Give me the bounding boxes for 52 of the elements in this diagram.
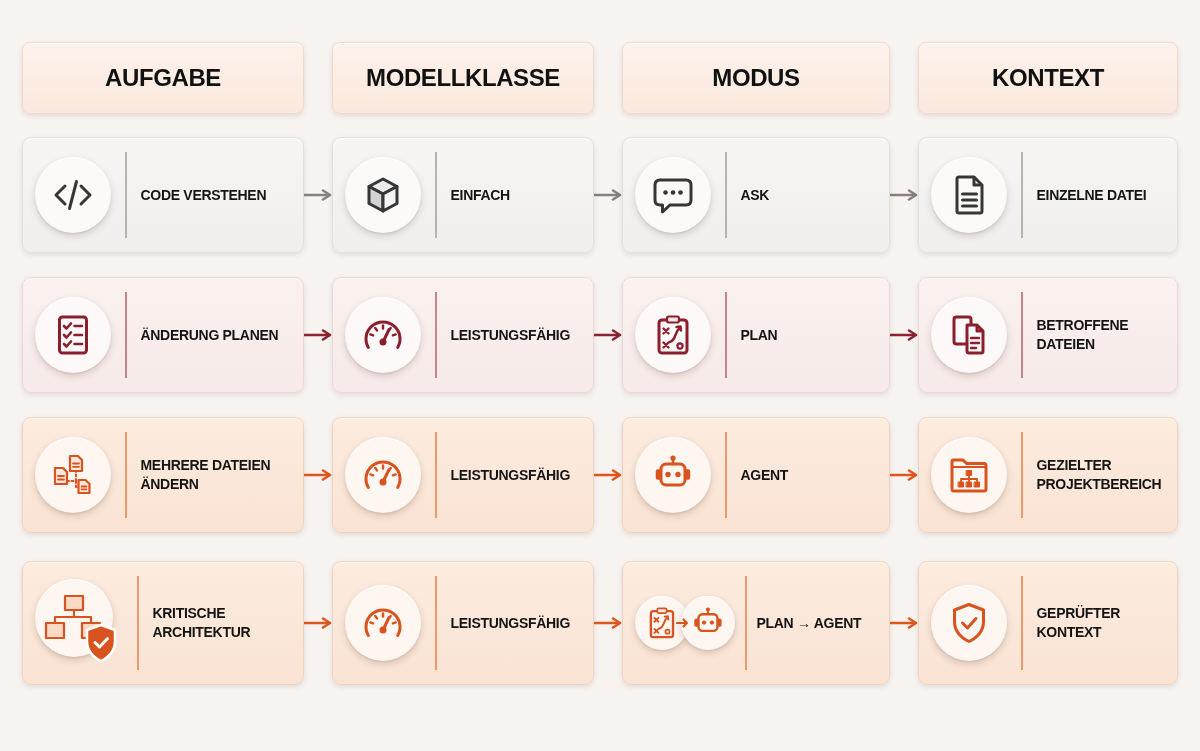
arrow xyxy=(888,189,918,201)
step-card xyxy=(918,277,1178,393)
step-card xyxy=(918,137,1178,253)
arrow xyxy=(302,329,332,341)
step-card xyxy=(22,137,304,253)
step-label: ÄNDERUNG PLANEN xyxy=(140,325,279,345)
step-label: LEISTUNGSFÄHIG xyxy=(450,465,570,485)
arrow xyxy=(302,617,332,629)
step-label: PLAN → AGENT xyxy=(756,613,862,633)
column-title: MODUS xyxy=(712,64,800,92)
header-panel xyxy=(622,42,890,114)
step-label: ASK xyxy=(740,185,770,205)
step-label: CODE VERSTEHEN xyxy=(140,185,267,205)
step-card xyxy=(332,137,594,253)
step-card xyxy=(332,561,594,685)
arrow xyxy=(888,329,918,341)
column-title: AUFGABE xyxy=(105,64,221,92)
step-label: BETROFFENE DATEIEN xyxy=(1036,316,1130,354)
arrow xyxy=(592,469,622,481)
arrow xyxy=(888,617,918,629)
header-panel xyxy=(332,42,594,114)
step-label: EINFACH xyxy=(450,185,510,205)
step-card xyxy=(918,561,1178,685)
step-label: LEISTUNGSFÄHIG xyxy=(450,325,570,345)
step-card xyxy=(22,561,304,685)
step-label: EINZELNE DATEI xyxy=(1036,185,1147,205)
arrow xyxy=(888,469,918,481)
arrow xyxy=(592,189,622,201)
step-label: AGENT xyxy=(740,465,788,485)
step-label: PLAN xyxy=(740,325,778,345)
arrow xyxy=(302,189,332,201)
step-card xyxy=(622,561,890,685)
arrow xyxy=(592,329,622,341)
step-card xyxy=(22,277,304,393)
step-label: GEPRÜFTER KONTEXT xyxy=(1036,604,1122,642)
step-label: LEISTUNGSFÄHIG xyxy=(450,613,570,633)
step-card xyxy=(332,417,594,533)
step-card xyxy=(22,417,304,533)
arrow xyxy=(592,617,622,629)
arrow xyxy=(302,469,332,481)
header-panel xyxy=(918,42,1178,114)
column-title: MODELLKLASSE xyxy=(366,64,560,92)
step-card xyxy=(332,277,594,393)
step-label: MEHRERE DATEIEN ÄNDERN xyxy=(140,456,272,494)
step-label: GEZIELTER PROJEKTBEREICH xyxy=(1036,456,1163,494)
step-card xyxy=(622,137,890,253)
column-title: KONTEXT xyxy=(992,64,1104,92)
header-panel xyxy=(22,42,304,114)
step-card xyxy=(622,417,890,533)
step-label: KRITISCHE ARCHITEKTUR xyxy=(152,604,252,642)
step-card xyxy=(622,277,890,393)
step-card xyxy=(918,417,1178,533)
